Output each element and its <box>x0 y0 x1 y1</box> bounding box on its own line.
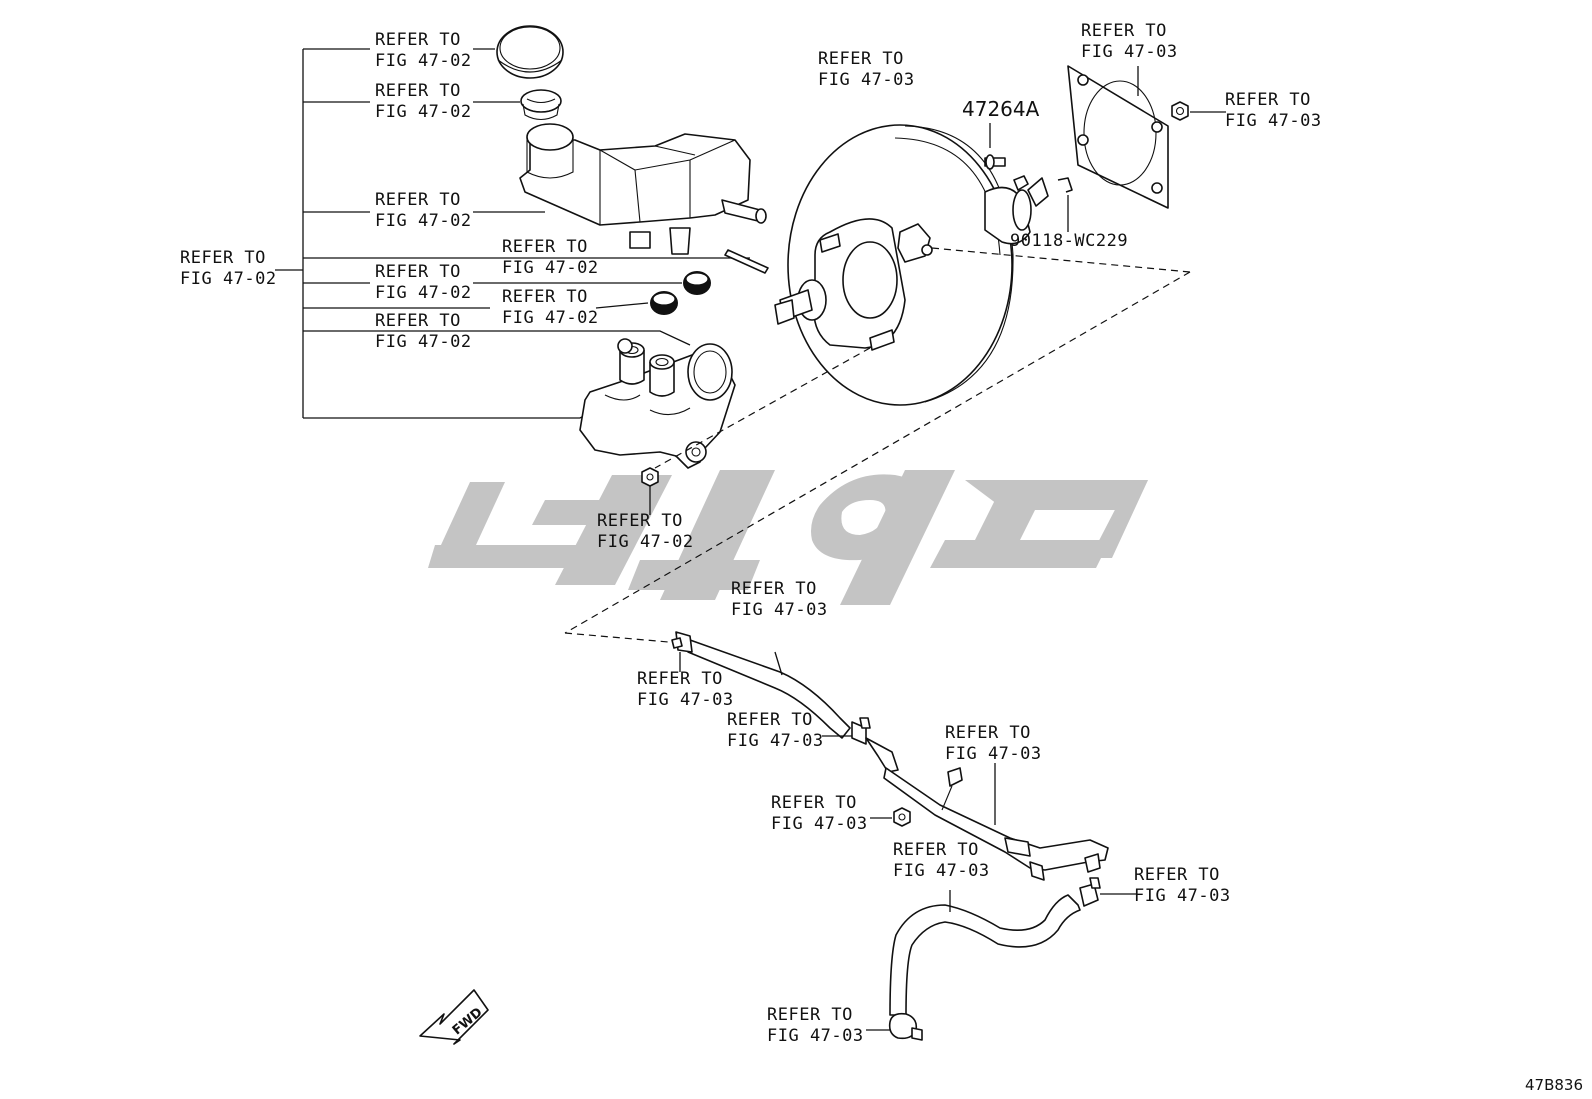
brake-booster <box>774 124 1049 406</box>
callout-clamp-right: REFER TO FIG 47-03 <box>1134 865 1231 906</box>
part-number-pushrod-pin: 47264A <box>962 97 1040 121</box>
hose-clamp-bottom <box>866 1012 923 1041</box>
callout-group-bracket: REFER TO FIG 47-02 <box>180 248 277 289</box>
callout-pipe-nut: REFER TO FIG 47-03 <box>771 793 868 834</box>
hose-clamp-upper <box>671 631 693 672</box>
callout-hose-upper: REFER TO FIG 47-03 <box>731 579 828 620</box>
reservoir-pin <box>724 249 769 274</box>
callout-clamp-bottom: REFER TO FIG 47-03 <box>767 1005 864 1046</box>
callout-cylinder-nut: REFER TO FIG 47-02 <box>597 511 694 552</box>
callout-master-cylinder: REFER TO FIG 47-02 <box>375 311 472 352</box>
callout-grommet-upper: REFER TO FIG 47-02 <box>375 262 472 303</box>
clip <box>1057 177 1073 232</box>
reservoir-grommets <box>650 271 711 315</box>
callout-reservoir-cap: REFER TO FIG 47-02 <box>375 30 472 71</box>
callout-clamp-mid: REFER TO FIG 47-03 <box>727 710 824 751</box>
callout-labels: REFER TO FIG 47-02 REFER TO FIG 47-02 RE… <box>180 21 1583 1094</box>
gasket-nut <box>1171 101 1226 121</box>
callout-pipe-bracket: REFER TO FIG 47-03 <box>945 723 1042 764</box>
reservoir-strainer <box>520 89 562 121</box>
hose-clamp-right <box>1079 877 1136 907</box>
callout-reservoir: REFER TO FIG 47-02 <box>375 190 472 231</box>
booster-gasket <box>1067 65 1169 209</box>
callout-booster: REFER TO FIG 47-03 <box>818 49 915 90</box>
vacuum-pipe <box>865 737 1109 881</box>
brake-fluid-reservoir <box>519 123 767 255</box>
master-cylinder <box>579 338 736 469</box>
callout-gasket-nut: REFER TO FIG 47-03 <box>1225 90 1322 131</box>
callout-pin: REFER TO FIG 47-02 <box>502 237 599 278</box>
hose-clamp-mid <box>822 717 871 745</box>
callout-gasket: REFER TO FIG 47-03 <box>1081 21 1178 62</box>
master-cylinder-nut <box>641 467 659 515</box>
part-number-clip: 90118-WC229 <box>1010 231 1128 251</box>
vacuum-hose-lower <box>889 890 1081 1016</box>
reservoir-cap <box>496 25 564 79</box>
assembly-dashed-lines <box>564 247 1191 644</box>
diagram-code: 47B836 <box>1525 1076 1583 1094</box>
callout-hose-lower: REFER TO FIG 47-03 <box>893 840 990 881</box>
callout-strainer: REFER TO FIG 47-02 <box>375 81 472 122</box>
pipe-nut <box>870 807 911 827</box>
watermark-logo <box>428 470 1148 605</box>
vacuum-hose-upper <box>687 639 851 739</box>
callout-grommet-lower: REFER TO FIG 47-02 <box>502 287 599 328</box>
forward-direction-arrow: FWD <box>419 989 489 1045</box>
pushrod-pin <box>984 123 1006 170</box>
callout-clamp-upper: REFER TO FIG 47-03 <box>637 669 734 710</box>
